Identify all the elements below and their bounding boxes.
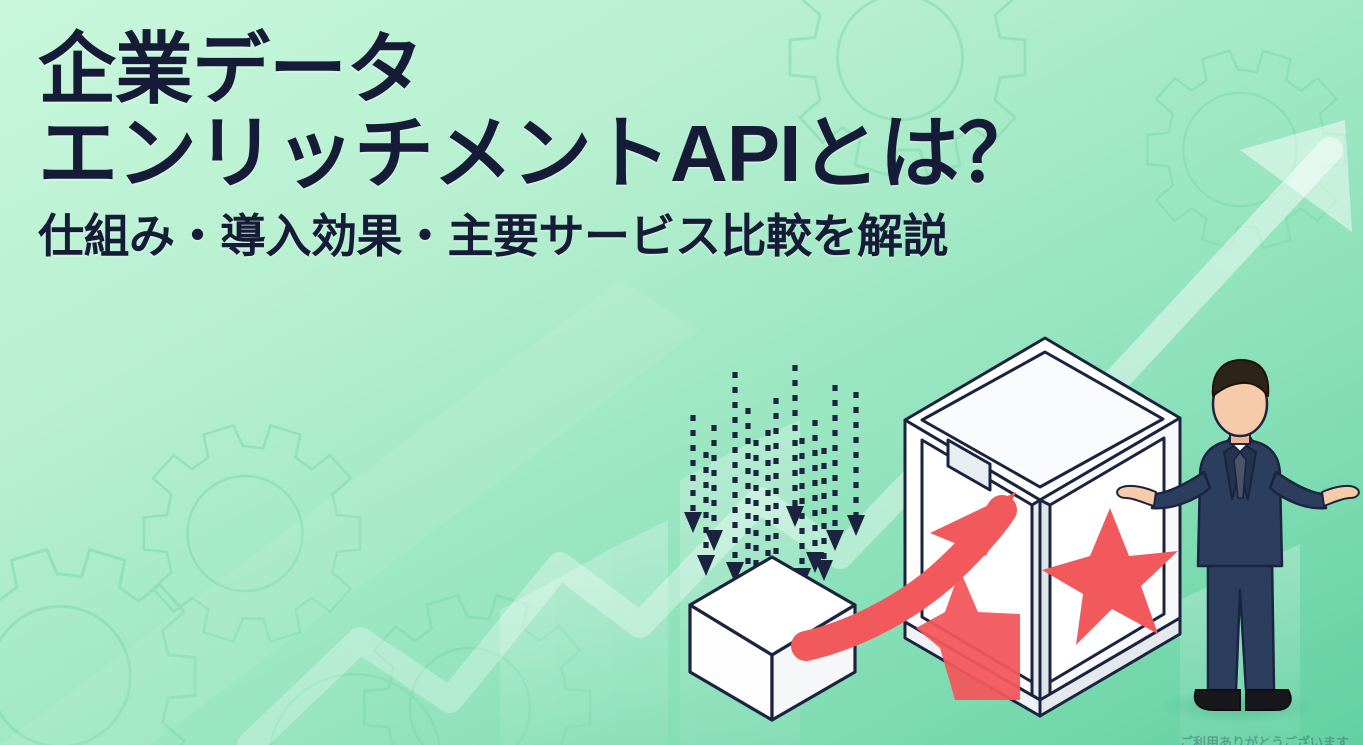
value-star (1042, 508, 1178, 645)
page-subtitle: 仕組み・導入効果・主要サービス比較を解説 (38, 210, 949, 263)
transform-arrow (791, 492, 1017, 661)
presenter (1116, 359, 1360, 711)
page-title-line-1: 企業データ (38, 25, 424, 113)
hero-text-block: 企業データ エンリッチメントAPIとは？ 仕組み・導入効果・主要サービス比較を解… (38, 25, 1188, 263)
page-title-line-2: エンリッチメントAPIとは？ (38, 109, 1038, 199)
value-star-secondary (916, 570, 1020, 700)
watermark-text: ご利用ありがとうございます (1179, 735, 1349, 745)
